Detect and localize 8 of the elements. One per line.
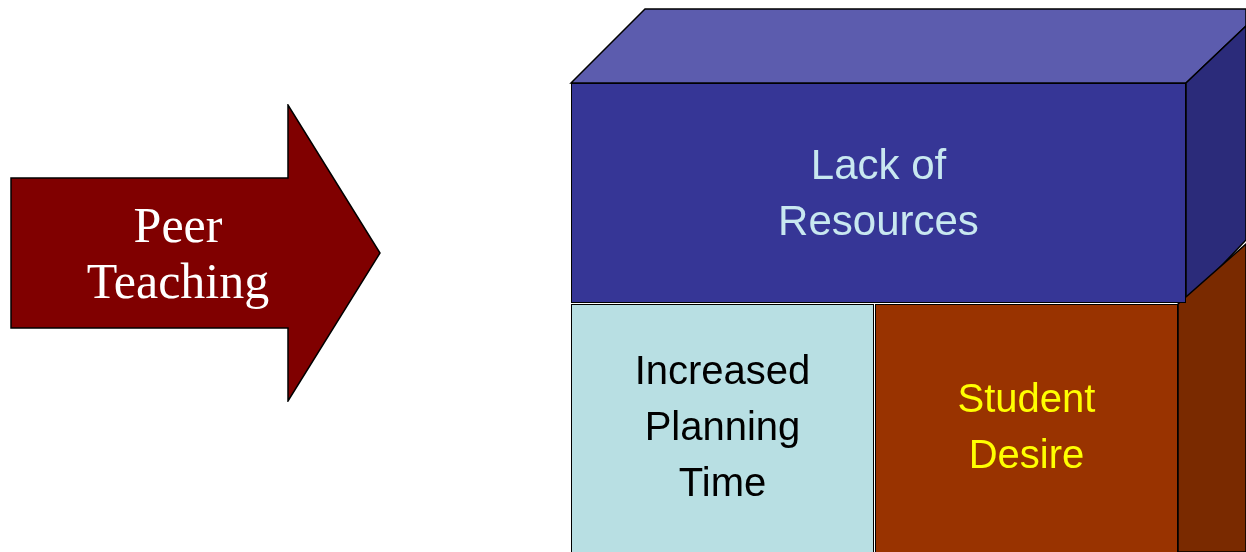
block-face bbox=[875, 304, 1178, 552]
block-face bbox=[571, 304, 874, 552]
block-label: Student Desire bbox=[956, 375, 1097, 478]
block-arrow bbox=[10, 104, 382, 402]
block-face bbox=[571, 83, 1186, 303]
arrow-label: Peer Teaching bbox=[85, 197, 271, 309]
block-label: Lack of Resources bbox=[777, 140, 980, 246]
block-label: Increased Planning Time bbox=[633, 347, 812, 506]
